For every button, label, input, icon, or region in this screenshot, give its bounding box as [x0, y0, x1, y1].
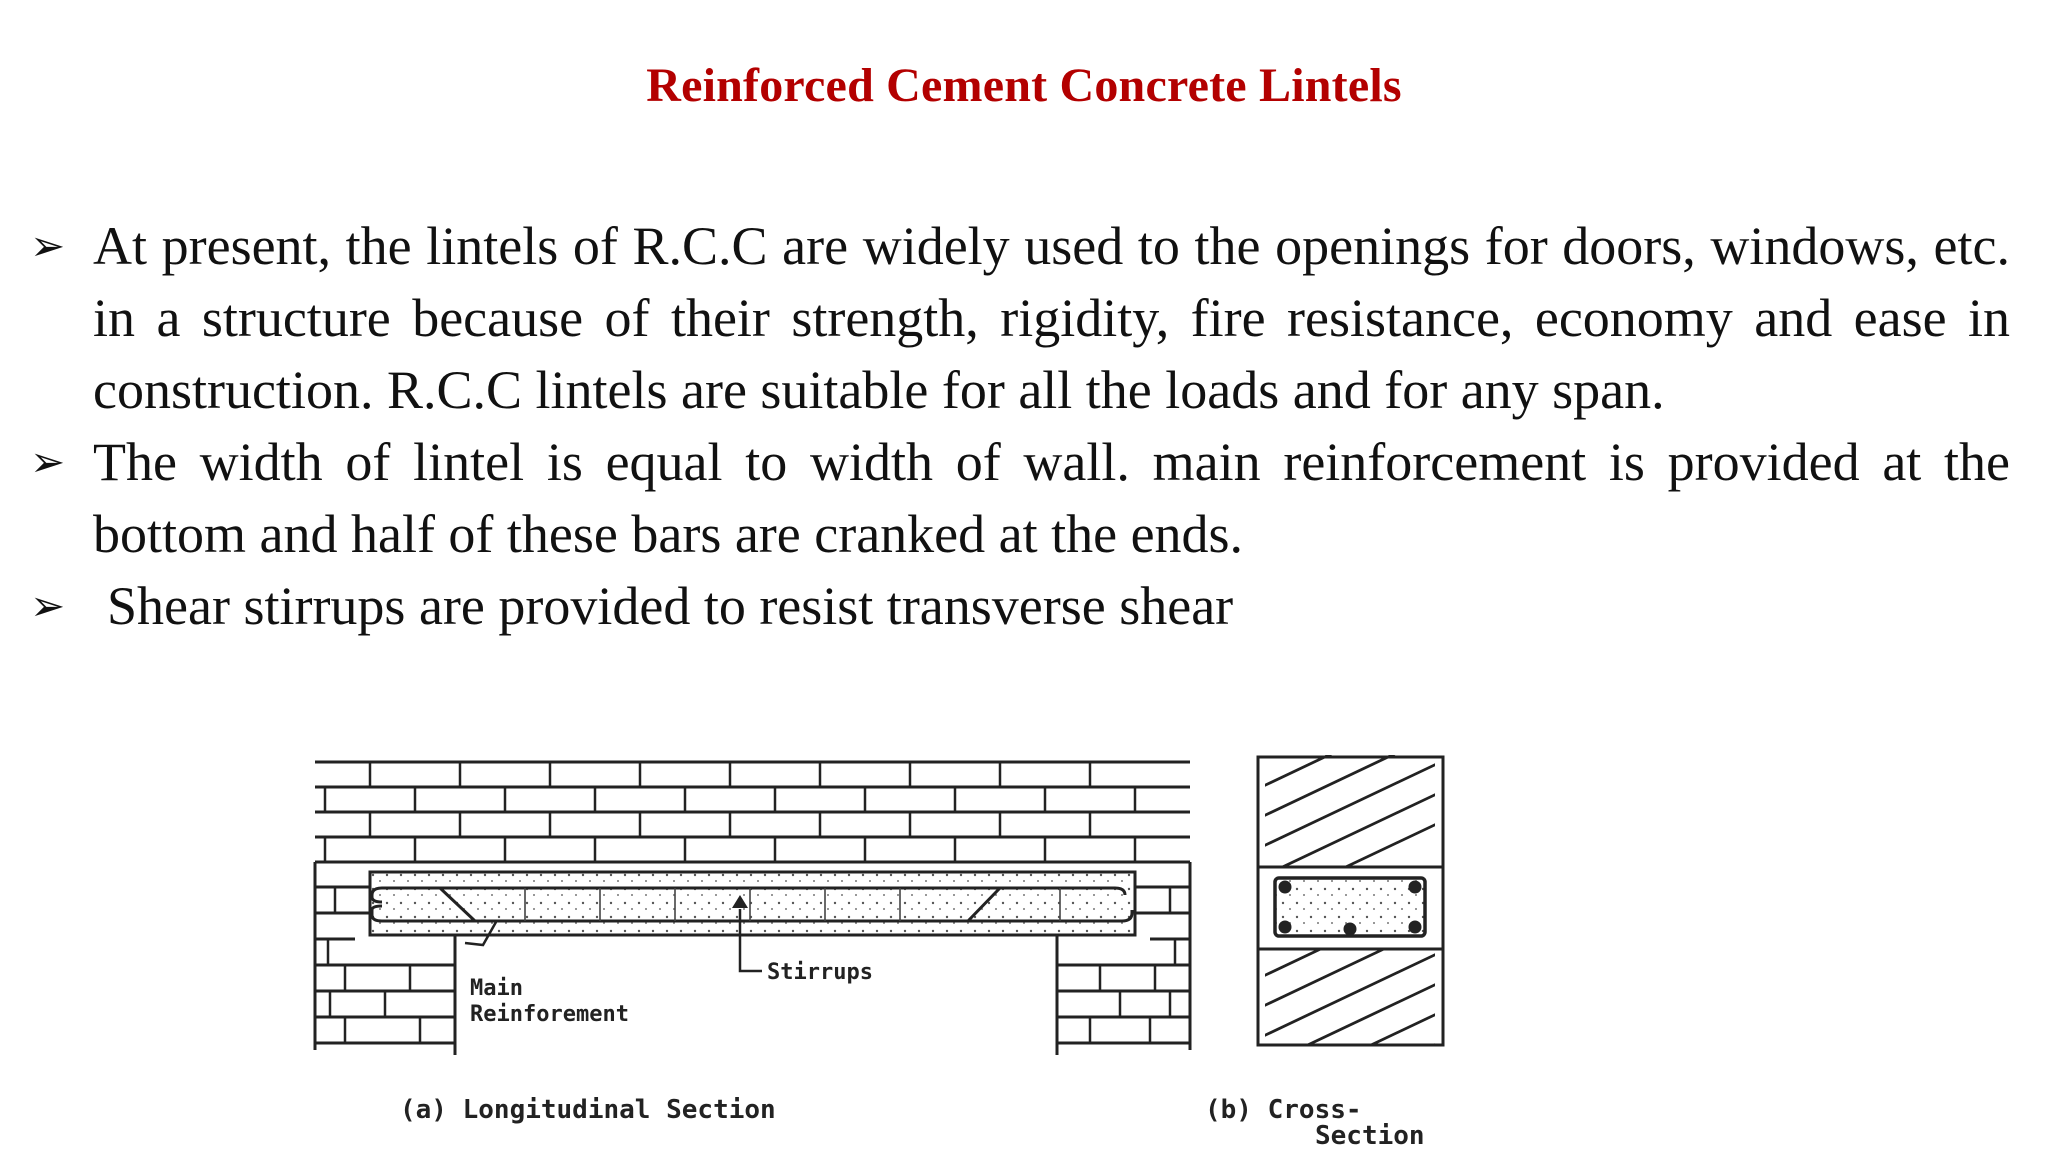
brick-wall-top	[315, 760, 1190, 864]
bullet-item: ➢ Shear stirrups are provided to resist …	[30, 570, 2010, 642]
bullet-text: The width of lintel is equal to width of…	[93, 432, 2010, 564]
label-main-reinforcement-line1: Main	[470, 976, 523, 1001]
lintel-beam	[368, 870, 1137, 937]
cross-section	[1256, 755, 1445, 1047]
label-main-reinforcement-line2: Reinforement	[470, 1002, 629, 1027]
bullet-text: At present, the lintels of R.C.C are wid…	[93, 216, 2010, 420]
caption-longitudinal-section: (a) Longitudinal Section	[400, 1095, 776, 1125]
caption-cross-section-line1: (b) Cross-	[1205, 1095, 1362, 1125]
brick-pier-right	[1055, 862, 1192, 1055]
label-stirrups: Stirrups	[767, 960, 873, 985]
main-reinforcement-leader	[464, 921, 498, 947]
slide-title: Reinforced Cement Concrete Lintels	[646, 59, 1402, 112]
caption-cross-section-line2: Section	[1315, 1121, 1425, 1145]
longitudinal-section	[313, 760, 1192, 1055]
bullet-text: Shear stirrups are provided to resist tr…	[107, 576, 1234, 636]
arrow-bullet-icon: ➢	[30, 437, 66, 486]
bullet-item: ➢ The width of lintel is equal to width …	[30, 426, 2010, 570]
bullet-item: ➢ At present, the lintels of R.C.C are w…	[30, 210, 2010, 426]
arrow-bullet-icon: ➢	[30, 221, 66, 270]
brick-pier-left	[313, 862, 457, 1055]
stirrups-leader	[738, 909, 762, 973]
arrow-bullet-icon: ➢	[30, 581, 66, 630]
bullet-list: ➢ At present, the lintels of R.C.C are w…	[30, 210, 2010, 642]
lintel-diagram: Main Reinforement Stirrups (a) Longitudi…	[313, 755, 1445, 1145]
